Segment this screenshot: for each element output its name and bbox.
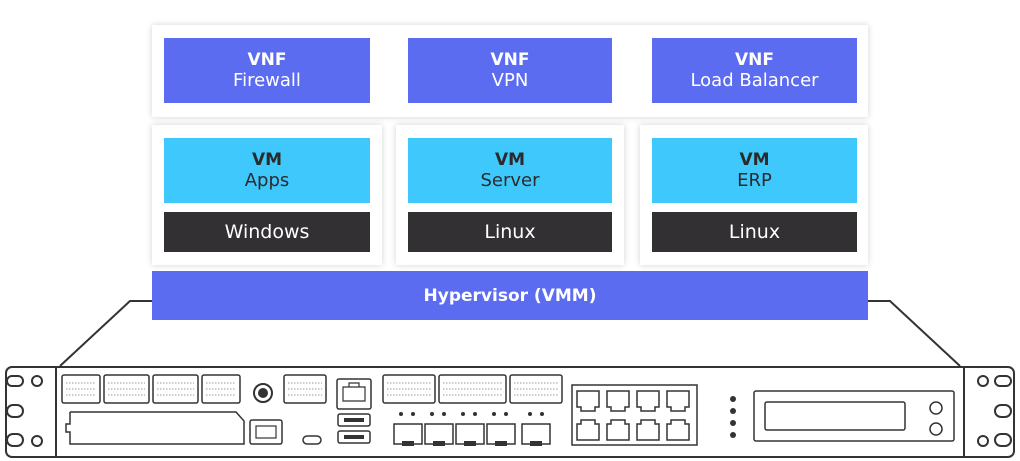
vm-title: VM <box>739 149 770 170</box>
vm-apps-box: VM Apps <box>164 138 370 203</box>
vnf-load-balancer-box: VNF Load Balancer <box>652 38 857 103</box>
os-label-linux: Linux <box>408 212 612 252</box>
vm-title: VM <box>251 149 283 170</box>
os-label-windows: Windows <box>164 212 370 252</box>
vm-subtitle: Apps <box>244 169 290 191</box>
vnf-firewall-box: VNF Firewall <box>164 38 370 103</box>
vm-erp-box: VM ERP <box>652 138 857 203</box>
vnf-subtitle: VPN <box>491 69 529 91</box>
vnf-title: VNF <box>247 49 287 70</box>
vnf-subtitle: Firewall <box>233 69 301 91</box>
vm-server-box: VM Server <box>408 138 612 203</box>
vnf-vpn-box: VNF VPN <box>408 38 612 103</box>
vm-title: VM <box>494 149 526 170</box>
vnf-subtitle: Load Balancer <box>690 69 819 91</box>
hypervisor-bar: Hypervisor (VMM) <box>152 271 868 320</box>
vnf-title: VNF <box>490 49 530 70</box>
os-label-linux: Linux <box>652 212 857 252</box>
vnf-title: VNF <box>735 49 774 70</box>
vm-subtitle: Server <box>480 169 540 191</box>
vm-subtitle: ERP <box>737 169 772 191</box>
